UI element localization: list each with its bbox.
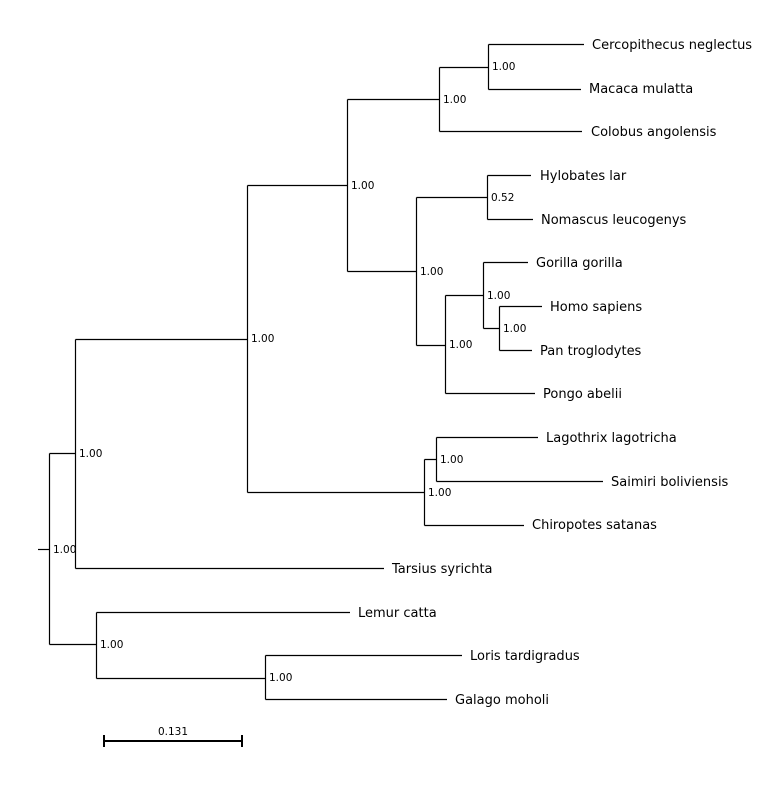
- cercopithecidae-branch: [438, 66, 582, 133]
- scale-bar-label: 0.131: [158, 726, 188, 738]
- support-hominidae: 1.00: [449, 339, 472, 351]
- taxon-label: Tarsius syrichta: [391, 562, 493, 577]
- support-catarrhini: 1.00: [351, 180, 374, 192]
- hominidae-branch: [444, 294, 535, 395]
- support-hominoidea: 1.00: [420, 266, 443, 278]
- taxon-label: Colobus angolensis: [591, 125, 717, 140]
- anthropoidea-branch: [246, 184, 425, 494]
- haplorhini-branch: [74, 338, 384, 570]
- root-branch: [48, 452, 97, 646]
- support-haplorhini: 1.00: [79, 448, 102, 460]
- taxon-label: Cercopithecus neglectus: [592, 38, 752, 53]
- support-lorisiformes: 1.00: [269, 672, 292, 684]
- taxon-label: Nomascus leucogenys: [541, 213, 687, 228]
- platyrrhini-branch: [423, 458, 524, 527]
- cercopithecini-branch: [487, 43, 584, 91]
- atelid-cebid-branch: [435, 436, 603, 483]
- taxon-label: Gorilla gorilla: [536, 256, 623, 271]
- taxon-label: Macaca mulatta: [589, 82, 693, 97]
- support-platyrrhini: 1.00: [428, 487, 451, 499]
- support-strepsirrhini: 1.00: [100, 639, 123, 651]
- taxon-labels: Cercopithecus neglectus Macaca mulatta C…: [358, 38, 752, 708]
- support-atelid-cebid: 1.00: [440, 454, 463, 466]
- taxon-label: Lagothrix lagotricha: [546, 431, 677, 446]
- homininae-branch: [482, 261, 528, 330]
- support-values: 1.00 1.00 1.00 1.00 1.00 1.00 1.00 0.52 …: [53, 61, 526, 684]
- taxon-label: Lemur catta: [358, 606, 437, 621]
- scale-bar: 0.131: [103, 726, 243, 747]
- support-root: 1.00: [53, 544, 76, 556]
- taxon-label: Pan troglodytes: [540, 344, 642, 359]
- taxon-label: Chiropotes satanas: [532, 518, 657, 533]
- taxon-label: Pongo abelii: [543, 387, 622, 402]
- support-anthropoidea: 1.00: [251, 333, 274, 345]
- support-cercopithecidae: 1.00: [443, 94, 466, 106]
- support-cercopithecini: 1.00: [492, 61, 515, 73]
- catarrhini-branch: [346, 98, 440, 273]
- support-hylobatidae: 0.52: [491, 192, 514, 204]
- support-hominini: 1.00: [503, 323, 526, 335]
- taxon-label: Galago moholi: [455, 693, 549, 708]
- hominoidea-branch: [415, 196, 488, 347]
- lorisiformes-branch: [264, 654, 462, 701]
- taxon-label: Saimiri boliviensis: [611, 475, 729, 490]
- taxon-label: Hylobates lar: [540, 169, 627, 184]
- strepsirrhini-branch: [95, 611, 350, 680]
- support-homininae: 1.00: [487, 290, 510, 302]
- taxon-label: Homo sapiens: [550, 300, 642, 315]
- hominini-branch: [498, 305, 542, 352]
- hylobatidae-branch: [486, 174, 533, 221]
- taxon-label: Loris tardigradus: [470, 649, 580, 664]
- tree-branches: [38, 43, 603, 701]
